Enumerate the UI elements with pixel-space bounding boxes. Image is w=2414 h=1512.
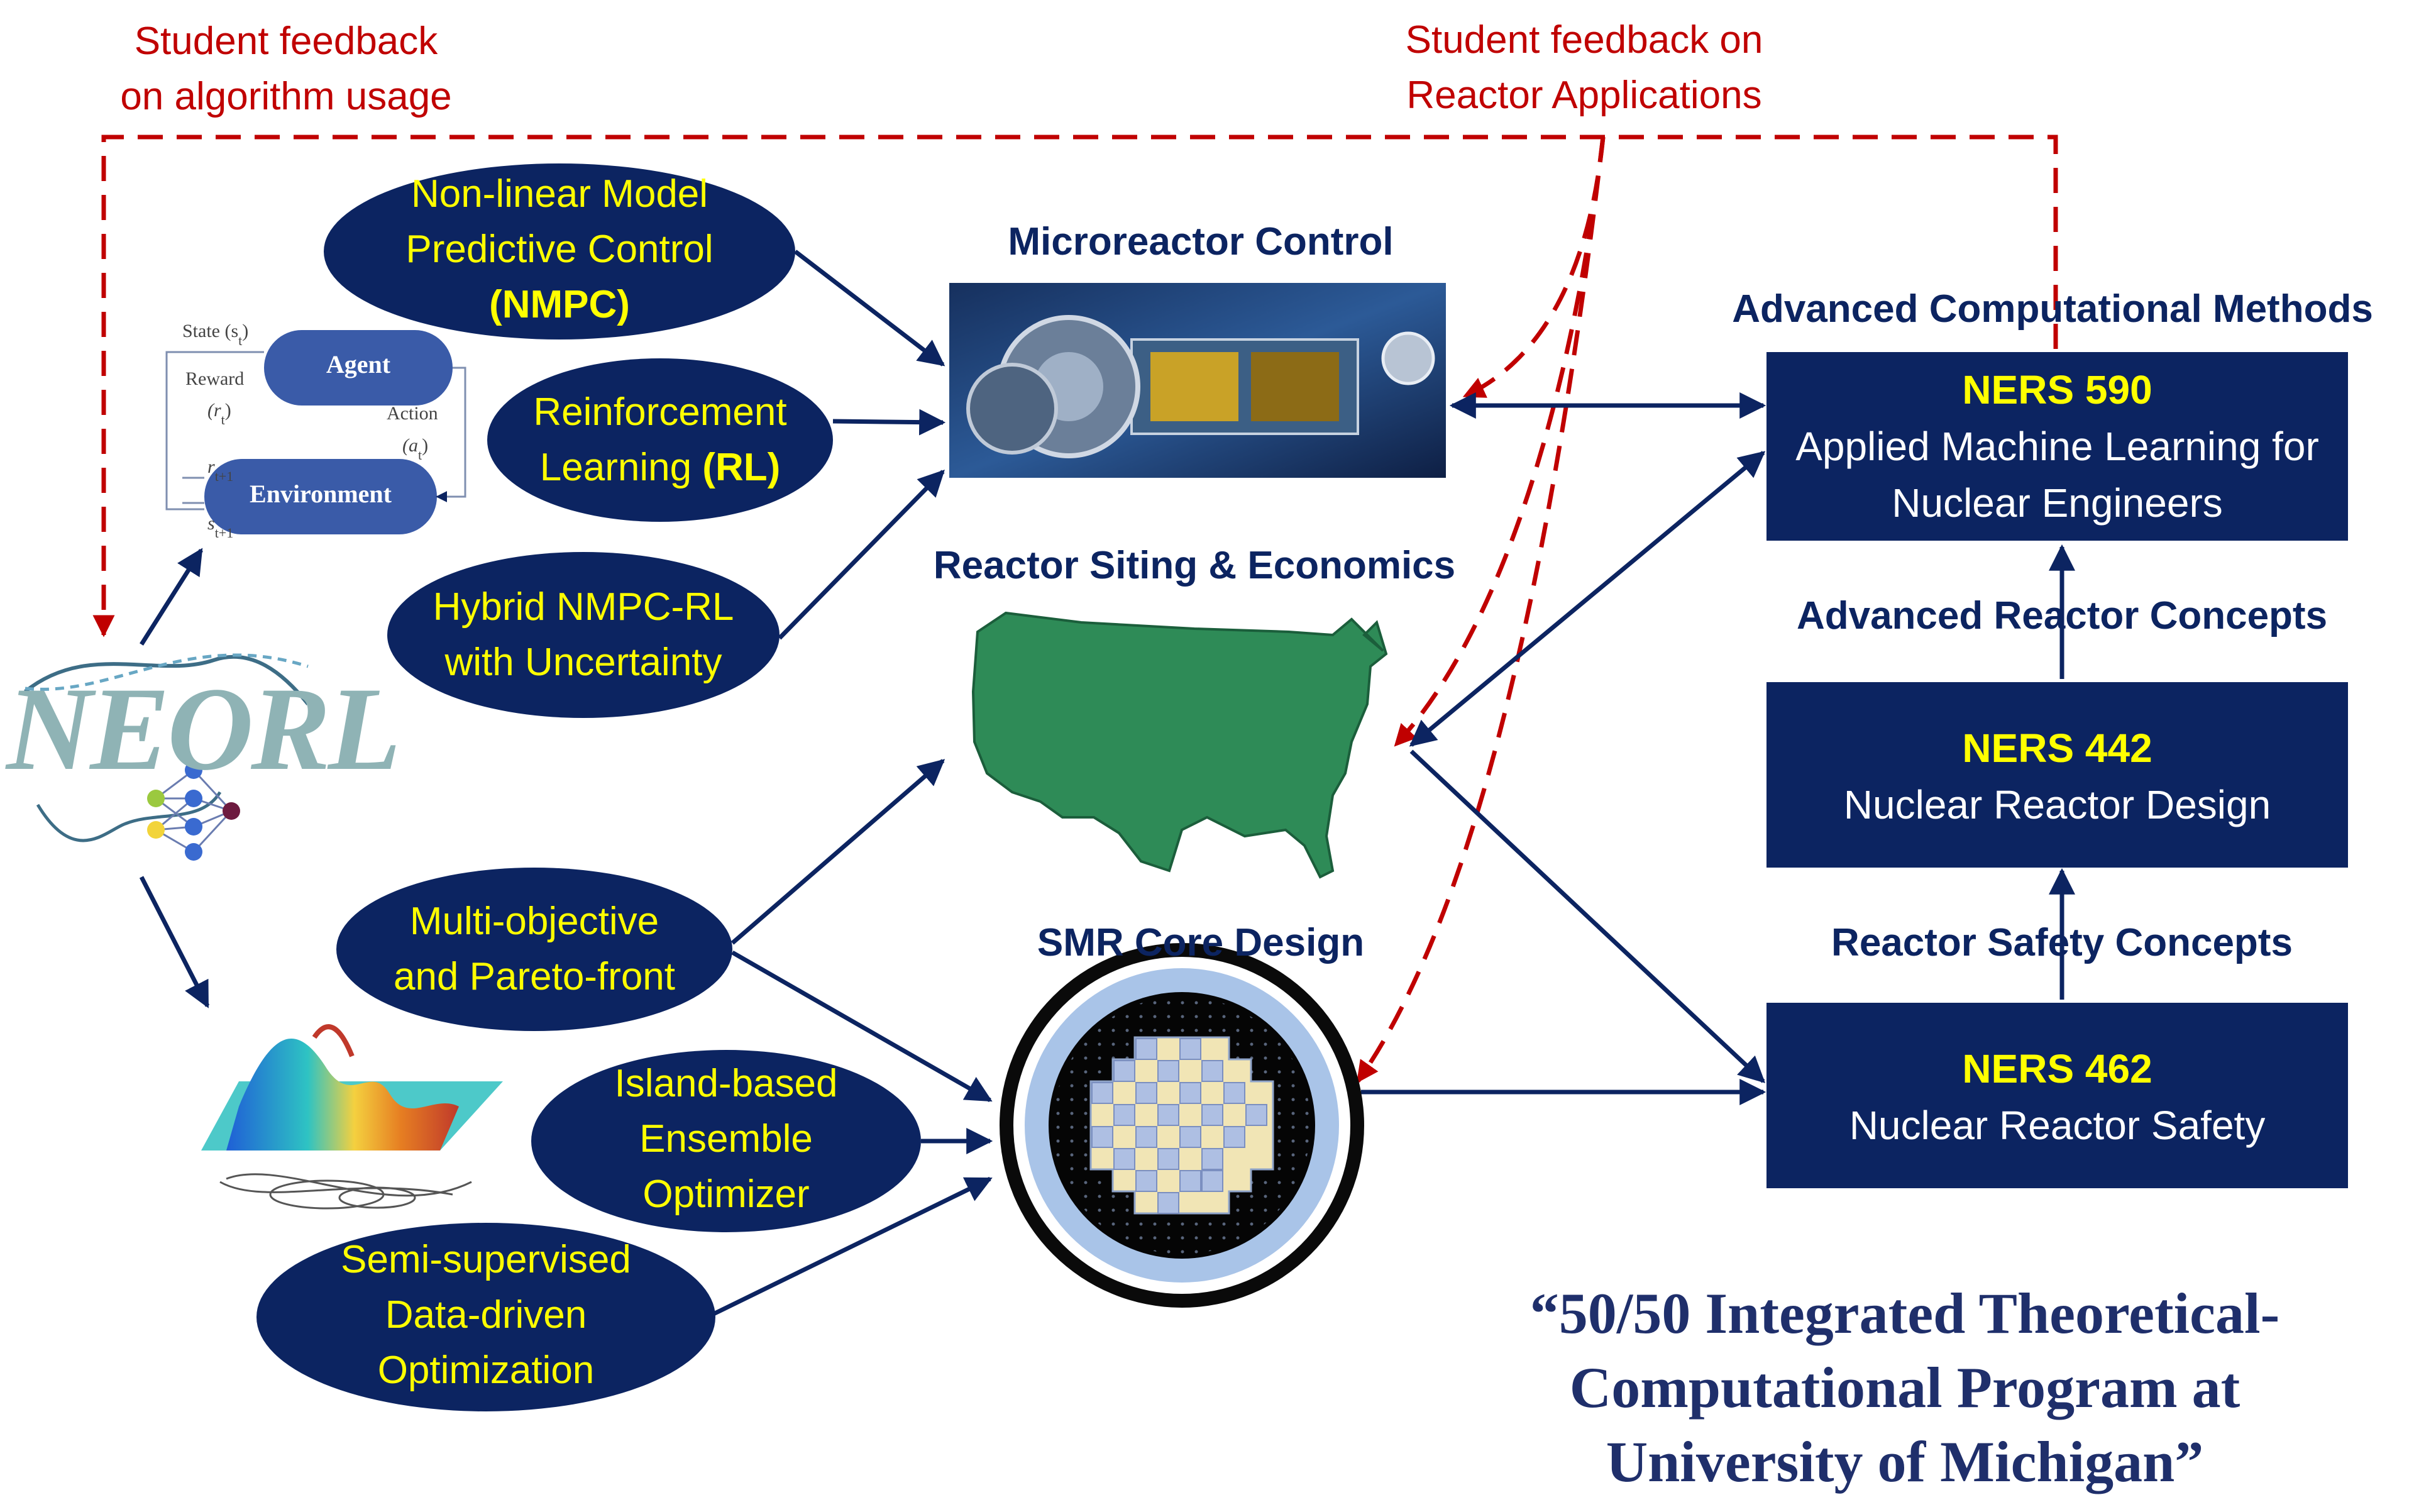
neorl-logo-text: NEORL — [6, 663, 401, 795]
oval-multi — [336, 868, 732, 1031]
course-box-442 — [1766, 682, 2348, 868]
optimization-surface-art — [201, 1024, 503, 1210]
oval-hybrid — [387, 552, 780, 718]
oval-semi — [256, 1223, 715, 1411]
method-arrows — [139, 250, 993, 1316]
rl-action-label: Action — [387, 403, 438, 424]
neorl-logo — [24, 653, 310, 861]
course-590-text: NERS 590 Applied Machine Learning for Nu… — [1795, 367, 2319, 526]
rl-action-symbol: (at) — [402, 435, 428, 463]
rl-label: Reinforcement Learning (RL) — [533, 390, 787, 489]
course-442-text: NERS 442 Nuclear Reactor Design — [1843, 726, 2271, 827]
microreactor-title: Microreactor Control — [1008, 220, 1394, 263]
safety-concepts-label: Reactor Safety Concepts — [1831, 921, 2293, 964]
courses-title: Advanced Computational Methods — [1732, 287, 2373, 331]
oval-nmpc — [324, 163, 795, 339]
siting-title: Reactor Siting & Economics — [933, 544, 1456, 587]
rl-environment-label: Environment — [250, 480, 392, 508]
rl-s-next: st+1 — [207, 513, 233, 541]
course-box-590 — [1766, 352, 2348, 541]
rl-r-next: rt+1 — [207, 456, 233, 484]
oval-island — [531, 1050, 921, 1232]
microreactor-image — [949, 283, 1446, 478]
us-map-image — [971, 611, 1388, 879]
rl-state-label: State (st) — [182, 321, 248, 348]
hybrid-label: Hybrid NMPC-RL with Uncertainty — [433, 585, 734, 684]
smr-title: SMR Core Design — [1037, 921, 1365, 964]
island-label: Island-based Ensemble Optimizer — [614, 1062, 838, 1216]
course-box-462 — [1766, 1003, 2348, 1188]
nn-icon — [147, 761, 240, 861]
smr-core-image — [1000, 943, 1364, 1308]
method-ovals — [256, 163, 921, 1411]
rl-reward-label: Reward — [185, 368, 244, 389]
rl-reward-symbol: (rt) — [207, 400, 231, 428]
rl-agent-label: Agent — [326, 350, 391, 378]
multi-objective-label: Multi-objective and Pareto-front — [393, 900, 676, 998]
course-arrows — [1361, 392, 2075, 1105]
course-462-text: NERS 462 Nuclear Reactor Safety — [1849, 1046, 2266, 1148]
advanced-concepts-label: Advanced Reactor Concepts — [1796, 594, 2328, 637]
semi-supervised-label: Semi-supervised Data-driven Optimization — [341, 1238, 631, 1392]
oval-rl — [487, 358, 833, 522]
course-boxes — [1766, 352, 2348, 1188]
program-quote: “50/50 Integrated Theoretical- Computati… — [1529, 1281, 2280, 1494]
nmpc-label: Non-linear Model Predictive Control (NMP… — [405, 172, 714, 326]
rl-loop-diagram: State (st) Reward (rt) Action (at) rt+1 … — [165, 321, 466, 541]
feedback-reactor-label: Student feedback on Reactor Applications — [1405, 18, 1763, 117]
feedback-algorithm-label: Student feedback on algorithm usage — [120, 19, 452, 118]
